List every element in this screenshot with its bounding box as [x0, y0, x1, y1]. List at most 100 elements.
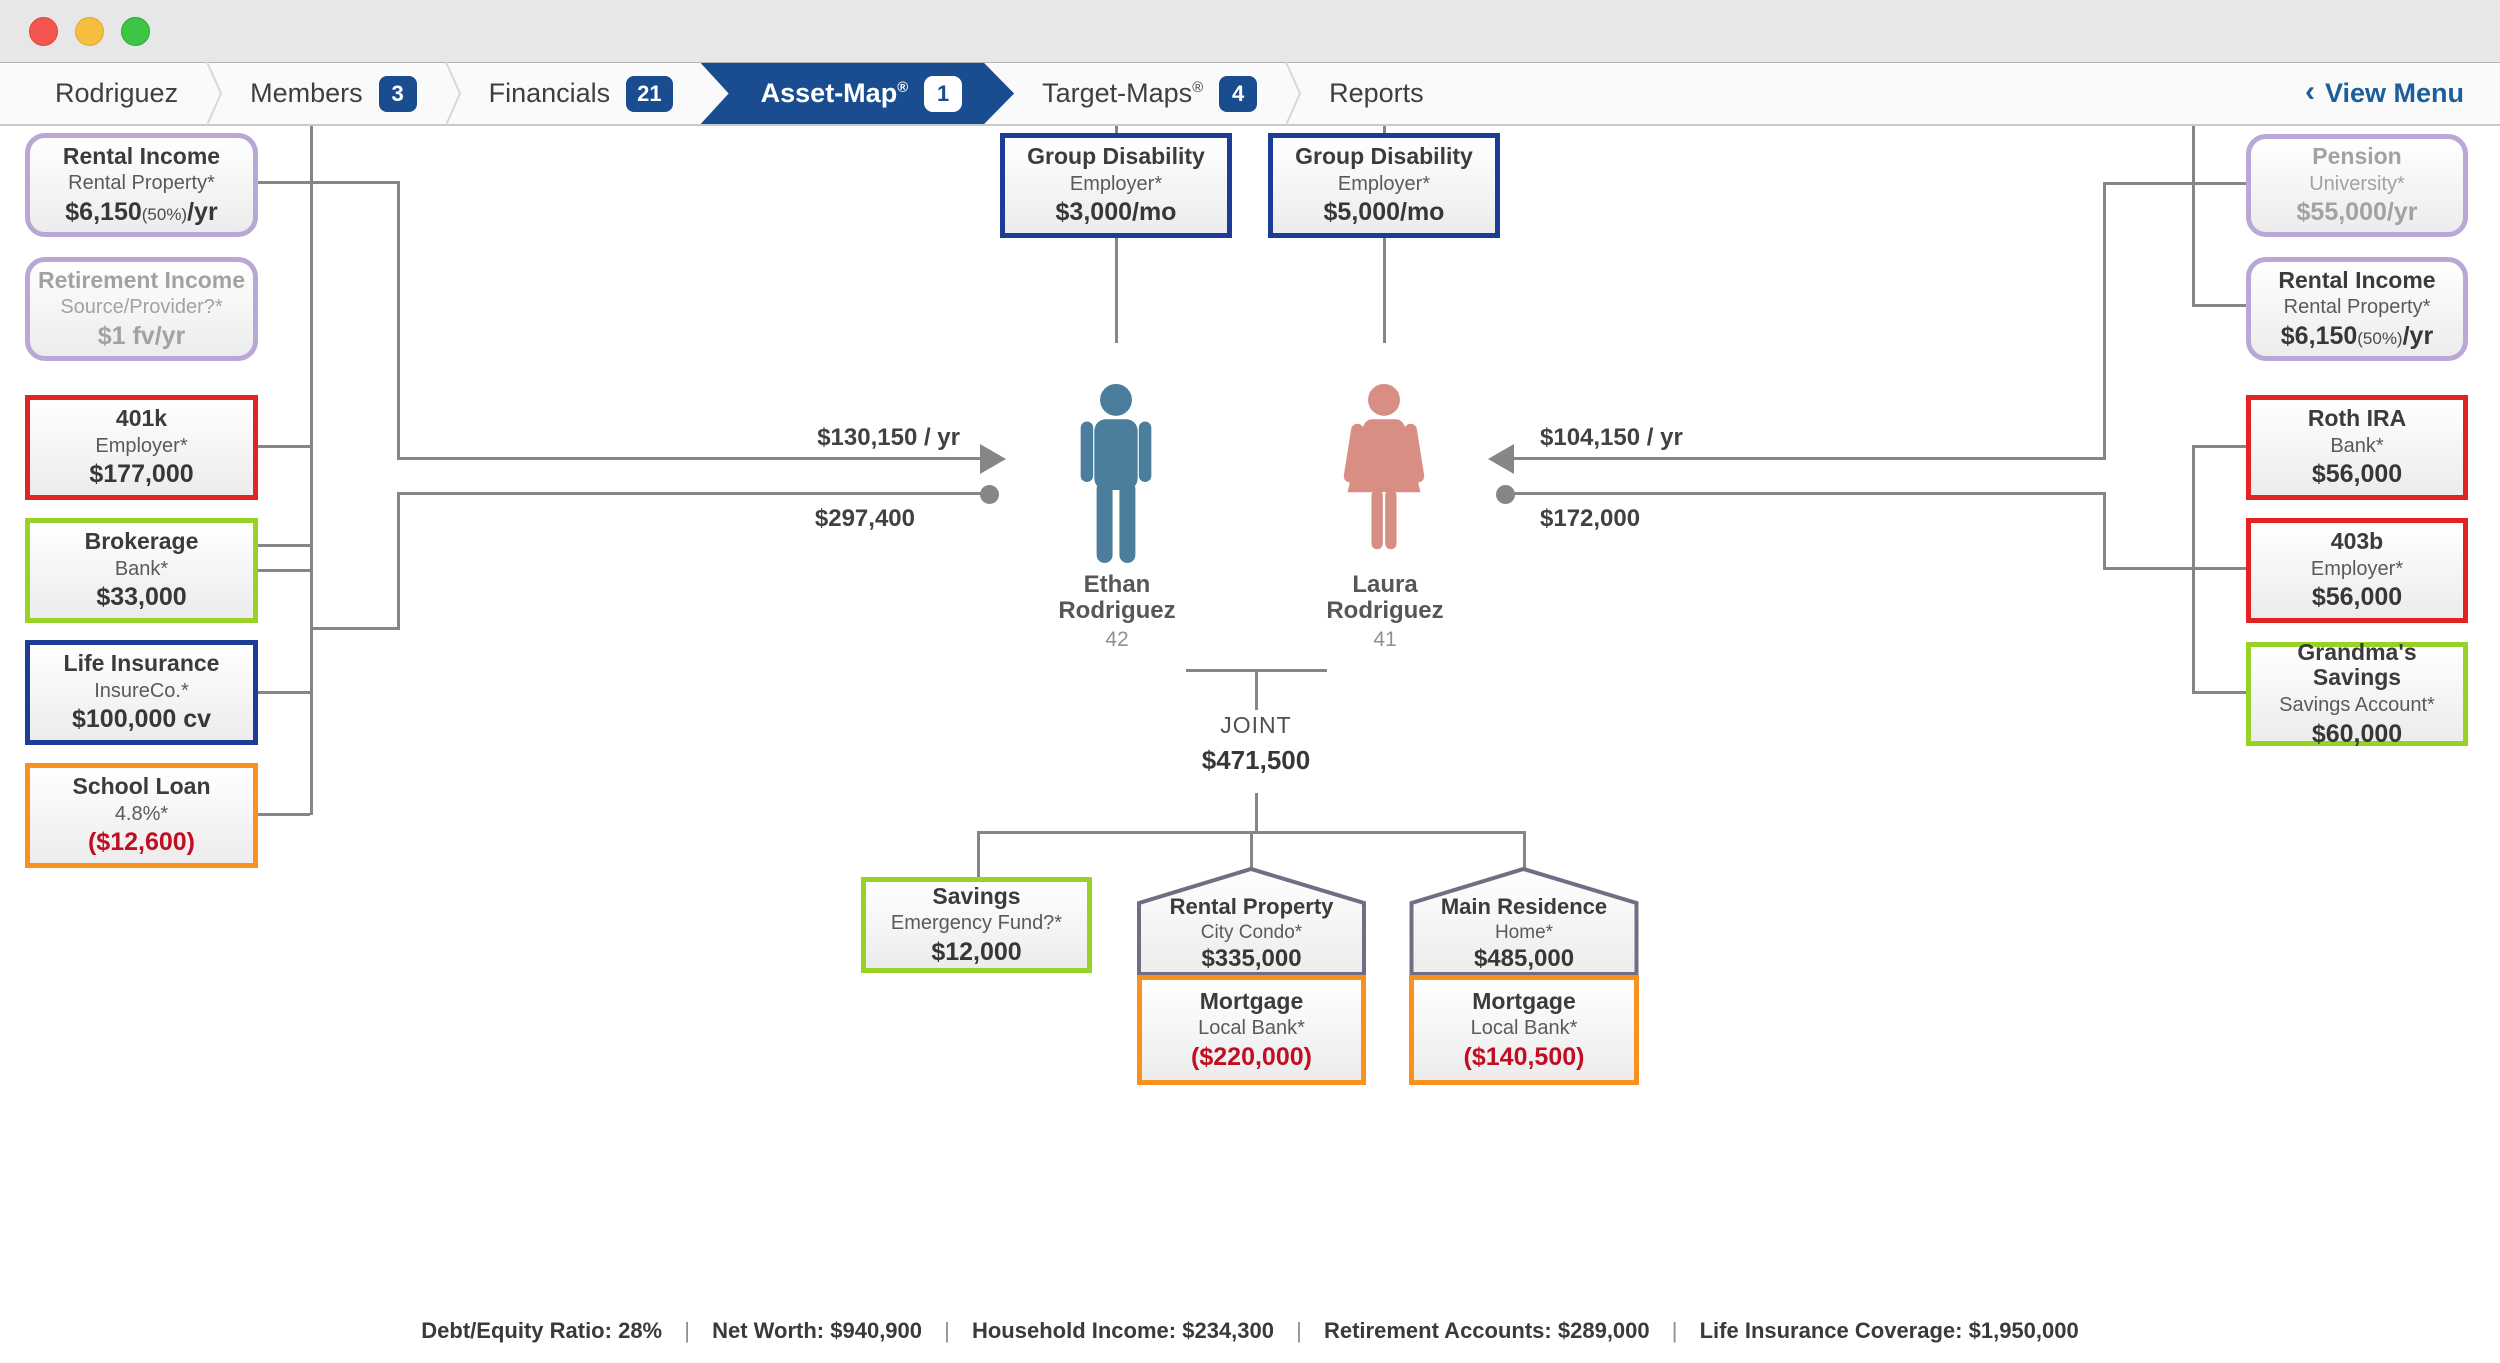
person-age-ethan: 42	[1105, 628, 1129, 651]
card-subtitle: Bank*	[2330, 434, 2384, 457]
card-title: Savings	[932, 882, 1021, 909]
card-title: Pension	[2312, 143, 2402, 170]
asset-flow-line-left	[397, 492, 983, 495]
card-life-insurance[interactable]: Life Insurance InsureCo.* $100,000 cv	[25, 640, 258, 745]
breadcrumb-household[interactable]: Rodriguez	[0, 63, 206, 124]
card-group-disability-ethan[interactable]: Group Disability Employer* $3,000/mo	[1000, 133, 1232, 238]
view-menu-label: View Menu	[2324, 78, 2464, 108]
card-subtitle: Rental Property*	[2283, 296, 2431, 319]
connector-line	[258, 813, 310, 816]
breadcrumb-household-label: Rodriguez	[55, 78, 179, 108]
connector-line	[258, 691, 310, 694]
person-age-laura: 41	[1373, 628, 1397, 651]
members-count-badge: 3	[378, 75, 417, 112]
connector-line	[1115, 237, 1118, 343]
female-person-icon[interactable]	[1327, 382, 1441, 566]
connector-line	[258, 181, 397, 184]
card-value-negative: ($12,600)	[87, 828, 196, 857]
breadcrumb: Rodriguez Members 3 Financials 21 Asset-…	[0, 62, 2500, 126]
tab-asset-map-active[interactable]: Asset-Map® 1	[701, 63, 1014, 124]
target-maps-count-badge: 4	[1219, 75, 1258, 112]
asset-flow-label-left: $297,400	[814, 505, 915, 532]
card-subtitle: Employer*	[1069, 172, 1163, 195]
card-value: $335,000	[1201, 945, 1302, 973]
asset-flow-line-right	[1512, 492, 2105, 495]
card-subtitle: University*	[2309, 172, 2405, 195]
card-title: Mortgage	[1199, 987, 1304, 1014]
card-403b[interactable]: 403b Employer* $56,000	[2246, 518, 2468, 623]
income-flow-label-right: $104,150 / yr	[1540, 424, 1683, 451]
card-rental-property-house[interactable]: Rental Property City Condo* $335,000	[1137, 866, 1366, 976]
tab-target-maps[interactable]: Target-Maps® 4	[1014, 63, 1285, 124]
connector-line	[977, 831, 980, 877]
connector-line	[397, 492, 400, 630]
connector-line	[2192, 445, 2195, 694]
card-subtitle: Local Bank*	[1198, 1017, 1305, 1040]
card-value: $60,000	[2311, 719, 2403, 748]
card-title: 403b	[2330, 528, 2384, 555]
card-subtitle: Employer*	[95, 434, 188, 457]
card-group-disability-laura[interactable]: Group Disability Employer* $5,000/mo	[1268, 133, 1500, 238]
connector-line	[1115, 126, 1118, 134]
asset-flow-label-right: $172,000	[1540, 505, 1641, 532]
arrow-left-icon	[1488, 444, 1514, 474]
card-mortgage-residence[interactable]: Mortgage Local Bank* ($140,500)	[1409, 975, 1639, 1085]
card-value: $5,000/mo	[1323, 198, 1445, 227]
chevron-left-icon: ‹	[2304, 74, 2315, 108]
card-value: $6,150(50%)/yr	[65, 197, 218, 226]
card-rental-income-left[interactable]: Rental Income Rental Property* $6,150(50…	[25, 133, 258, 237]
connector-line	[2192, 304, 2246, 307]
stat-separator: |	[944, 1318, 950, 1343]
stat-life-insurance-label: Life Insurance Coverage:	[1699, 1318, 1963, 1343]
card-title: Rental Income	[62, 142, 221, 169]
card-value: $56,000	[2311, 583, 2403, 612]
stat-separator: |	[684, 1318, 690, 1343]
connector-line	[2103, 492, 2106, 570]
stat-debt-equity-label: Debt/Equity Ratio:	[421, 1318, 612, 1343]
window-close-button[interactable]	[29, 17, 58, 46]
stat-net-worth-value: $940,900	[830, 1318, 923, 1343]
card-title: Life Insurance	[63, 650, 220, 677]
card-401k[interactable]: 401k Employer* $177,000	[25, 395, 258, 500]
tab-reports[interactable]: Reports	[1301, 63, 1452, 124]
card-school-loan[interactable]: School Loan 4.8%* ($12,600)	[25, 763, 258, 868]
tab-members[interactable]: Members 3	[222, 63, 445, 124]
card-main-residence-house[interactable]: Main Residence Home* $485,000	[1409, 866, 1639, 976]
card-title: Group Disability	[1027, 143, 1205, 170]
stat-net-worth-label: Net Worth:	[712, 1318, 825, 1343]
tab-financials[interactable]: Financials 21	[461, 63, 701, 124]
male-person-icon[interactable]	[1059, 382, 1173, 566]
stat-separator: |	[1671, 1318, 1678, 1343]
card-title: Brokerage	[84, 528, 199, 555]
breadcrumb-separator-icon	[1285, 62, 1302, 125]
connector-line	[2103, 567, 2246, 570]
stat-household-income-value: $234,300	[1182, 1318, 1274, 1343]
card-value: $1 fv/yr	[97, 321, 186, 350]
window-minimize-button[interactable]	[75, 17, 104, 46]
stat-retirement-accounts-value: $289,000	[1557, 1318, 1650, 1343]
breadcrumb-separator-icon	[444, 62, 461, 125]
card-retirement-income[interactable]: Retirement Income Source/Provider?* $1 f…	[25, 257, 258, 361]
stat-life-insurance-value: $1,950,000	[1968, 1318, 2079, 1343]
card-value: $3,000/mo	[1055, 198, 1177, 227]
window-zoom-button[interactable]	[121, 17, 150, 46]
card-subtitle: Home*	[1494, 921, 1554, 943]
card-mortgage-rental[interactable]: Mortgage Local Bank* ($220,000)	[1137, 975, 1366, 1085]
connector-line	[1383, 237, 1386, 343]
card-pension[interactable]: Pension University* $55,000/yr	[2246, 134, 2468, 237]
connector-line	[1255, 793, 1258, 833]
connector-line	[1523, 831, 1526, 870]
stat-retirement-accounts-label: Retirement Accounts:	[1323, 1318, 1552, 1343]
joint-label: JOINT	[1220, 712, 1292, 738]
card-roth-ira[interactable]: Roth IRA Bank* $56,000	[2246, 395, 2468, 500]
asset-map-count-badge: 1	[924, 76, 962, 112]
card-title: School Loan	[72, 773, 211, 800]
view-menu-button[interactable]: ‹ View Menu	[2305, 63, 2500, 124]
card-brokerage[interactable]: Brokerage Bank* $33,000	[25, 518, 258, 623]
card-rental-income-right[interactable]: Rental Income Rental Property* $6,150(50…	[2246, 257, 2468, 361]
card-savings[interactable]: Savings Emergency Fund?* $12,000	[861, 877, 1092, 973]
card-grandmas-savings[interactable]: Grandma's Savings Savings Account* $60,0…	[2246, 639, 2468, 748]
income-flow-line-right	[1512, 457, 2105, 460]
